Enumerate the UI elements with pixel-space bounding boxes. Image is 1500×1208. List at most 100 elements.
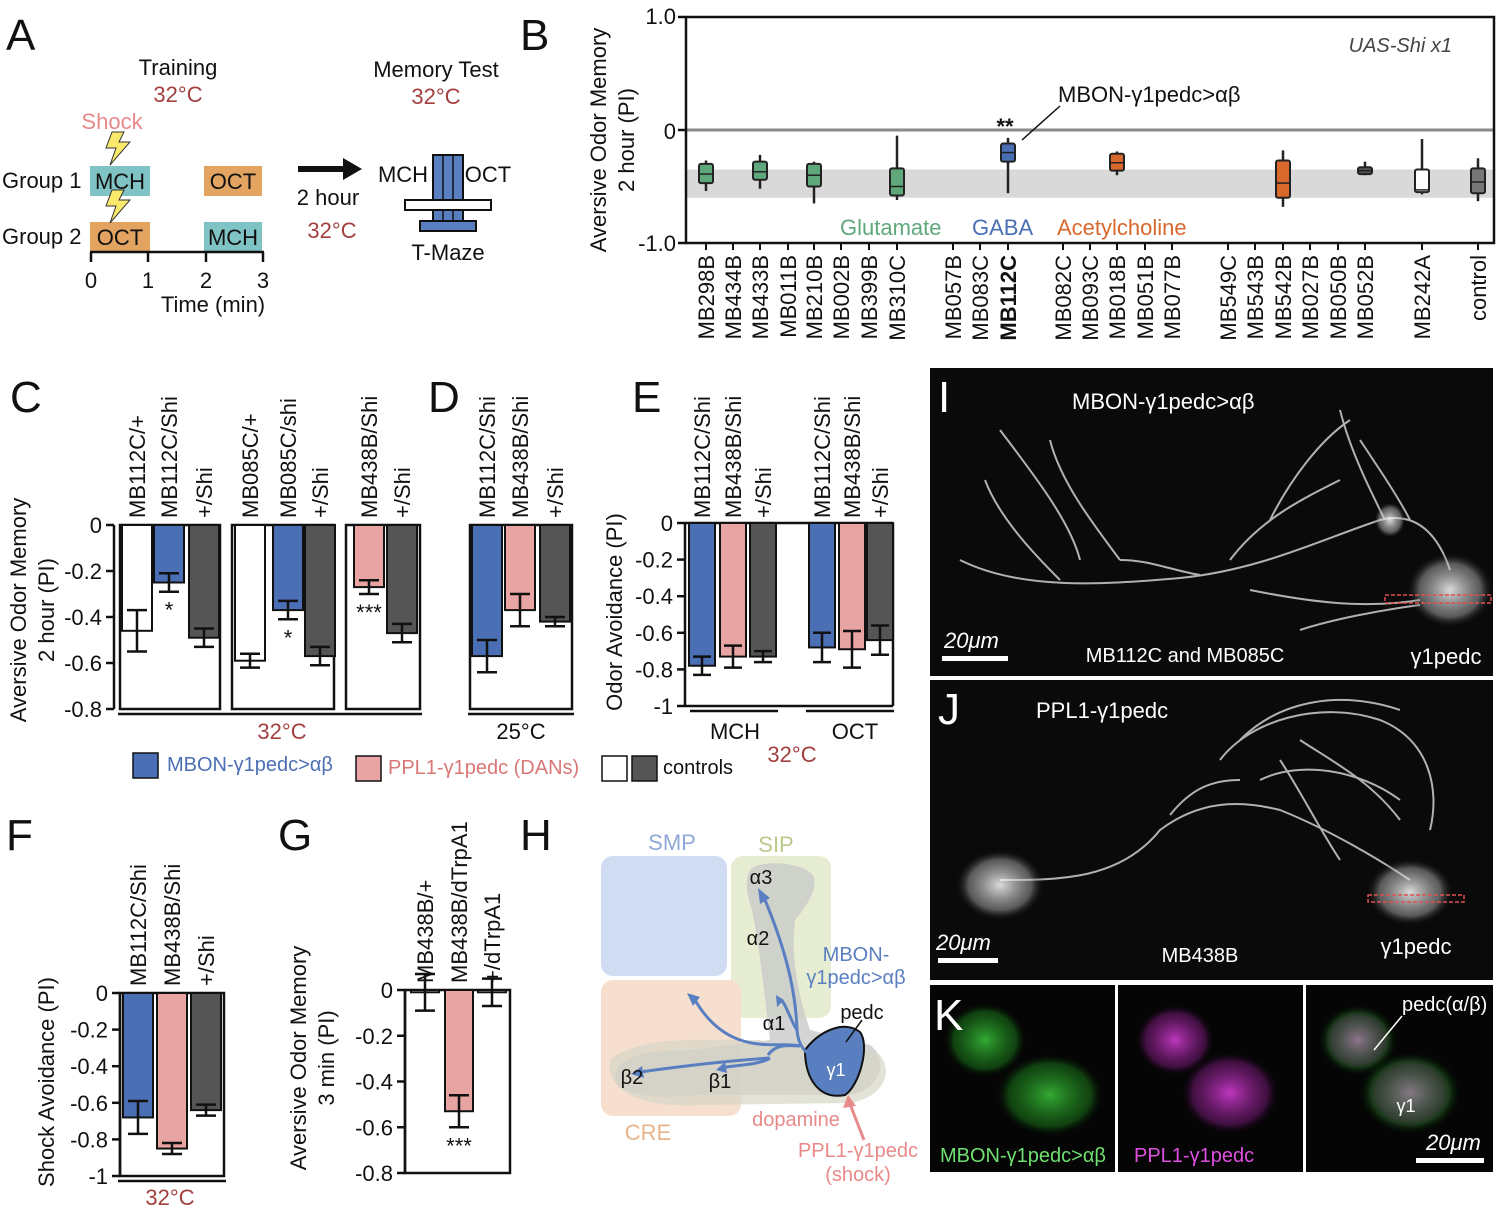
ytick-label: -0.6: [635, 621, 673, 646]
label-a1: α1: [763, 1013, 786, 1035]
bar-label: MB085C/shi: [276, 398, 301, 518]
label-b2: β2: [621, 1067, 644, 1089]
bar-label: MB085C/+: [238, 413, 263, 518]
k-green-label: MBON-γ1pedc>αβ: [940, 1145, 1106, 1167]
ytick-label: -0.2: [64, 559, 102, 584]
ytick-label: -0.2: [635, 548, 673, 573]
i-region: γ1pedc: [1411, 644, 1482, 669]
c-ylabel-line2: 2 hour (PI): [34, 558, 59, 662]
e-group-mch: MCH: [710, 719, 760, 744]
bar-+/Shi: [386, 524, 418, 635]
b-xtick-label: MB434B: [721, 255, 746, 339]
bar-label: MB438B/dTrpA1: [447, 821, 472, 983]
significance-star: *: [165, 598, 174, 623]
b-ytick: 1.0: [645, 4, 676, 29]
legend-ppl1: PPL1-γ1pedc (DANs): [388, 757, 579, 779]
panel-label-e: E: [632, 373, 661, 422]
ytick-label: -0.2: [70, 1018, 108, 1043]
b-xtick-label: MB549C: [1216, 255, 1241, 341]
b-ytick: -1.0: [638, 231, 676, 256]
ytick-label: -0.4: [70, 1054, 108, 1079]
b-xtick-label: MB399B: [857, 255, 882, 339]
bar-label: MB438B/Shi: [508, 396, 533, 518]
ytick-label: -0.8: [355, 1161, 393, 1186]
ytick-label: -0.2: [355, 1024, 393, 1049]
bar-label: +/Shi: [390, 467, 415, 518]
box-MB242A: [1414, 168, 1430, 194]
label-pedc: pedc: [840, 1002, 883, 1024]
gamma1-region: [803, 1025, 865, 1097]
ytick-label: 0: [381, 978, 393, 1003]
legend-swatch-ppl1: [355, 755, 382, 782]
b-xtick-label: MB051B: [1133, 255, 1158, 339]
ytick-label: -0.8: [635, 657, 673, 682]
d-temp: 25°C: [496, 719, 545, 744]
time-tick: 1: [142, 268, 154, 293]
panel-k: K MBON-γ1pedc>αβ PPL1-γ1pedc pedc(α/β) γ…: [930, 985, 1493, 1172]
b-xtick-label: MB083C: [968, 255, 993, 341]
b-xtick-label: MB027B: [1298, 255, 1323, 339]
panel-label-g: G: [278, 811, 312, 860]
f-temp: 32°C: [145, 1185, 194, 1208]
legend-swatch-white: [601, 755, 628, 782]
bar-+/Shi: [539, 524, 571, 623]
bar-label: +/Shi: [192, 467, 217, 518]
lightning-icon: [105, 131, 132, 166]
legend-controls: controls: [663, 757, 733, 779]
time-label: Time (min): [161, 292, 265, 317]
ytick-label: -0.6: [64, 651, 102, 676]
bar-MB438B/Shi: [719, 522, 747, 658]
box-MB433B: [752, 160, 768, 181]
b-xtick-label: MB077B: [1160, 255, 1185, 339]
b-xtick-label: MB242A: [1410, 255, 1435, 340]
ytick-label: -0.4: [355, 1070, 393, 1095]
cre-label: CRE: [625, 1120, 671, 1145]
panel-label-f: F: [6, 811, 33, 860]
ytick-label: -0.4: [635, 584, 673, 609]
ytick-label: -0.8: [64, 697, 102, 722]
scale-bar-j: [938, 958, 998, 963]
lightning-icon: [105, 189, 132, 224]
b-xtick-label: MB310C: [885, 255, 910, 341]
gamma1pedc-blob-j: [1366, 858, 1454, 926]
b-annotation-line: [1021, 105, 1061, 141]
training-label: Training: [139, 55, 218, 80]
bar-label: MB438B/Shi: [840, 396, 865, 518]
t-maze-icon: [404, 154, 492, 232]
j-caption: MB438B: [1162, 945, 1239, 967]
b-xtick-label: MB052B: [1353, 255, 1378, 339]
b-xtick-label: MB210B: [802, 255, 827, 339]
bar-MB112C/Shi: [122, 992, 154, 1119]
training-temp: 32°C: [153, 82, 202, 107]
legend-swatch-grey: [631, 755, 658, 782]
group-acetylcholine: Acetylcholine: [1057, 215, 1187, 240]
bar-+/Shi: [749, 522, 777, 658]
b-significance: **: [996, 114, 1014, 139]
smp-region: [601, 856, 727, 976]
dopamine-arrow: [848, 1103, 866, 1141]
label-ppl1-2: (shock): [825, 1164, 891, 1186]
b-ytick: 0: [664, 119, 676, 144]
box-control: [1470, 167, 1486, 195]
j-region: γ1pedc: [1381, 934, 1452, 959]
legend-swatch-mbon: [132, 752, 159, 779]
bar-MB085C/shi: [272, 524, 304, 612]
k-scale-label: 20μm: [1425, 1130, 1481, 1155]
j-title: PPL1-γ1pedc: [1036, 698, 1168, 723]
b-xtick-label: MB298B: [694, 255, 719, 339]
b-ylabel-line2: 2 hour (PI): [614, 88, 639, 192]
e-group-oct: OCT: [832, 719, 878, 744]
box-MB310C: [889, 167, 905, 197]
g1-test-odor: OCT: [210, 169, 256, 194]
b-xtick-label: MB011B: [776, 255, 801, 338]
c-ylabel-line1: Aversive Odor Memory: [6, 498, 31, 723]
bar-label: +/dTrpA1: [480, 893, 505, 983]
maze-left-odor: MCH: [378, 162, 428, 187]
c-temp: 32°C: [257, 719, 306, 744]
maze-label: T-Maze: [411, 240, 484, 265]
mushroom-body-shape: [614, 863, 881, 1097]
i-title: MBON-γ1pedc>αβ: [1072, 389, 1255, 414]
